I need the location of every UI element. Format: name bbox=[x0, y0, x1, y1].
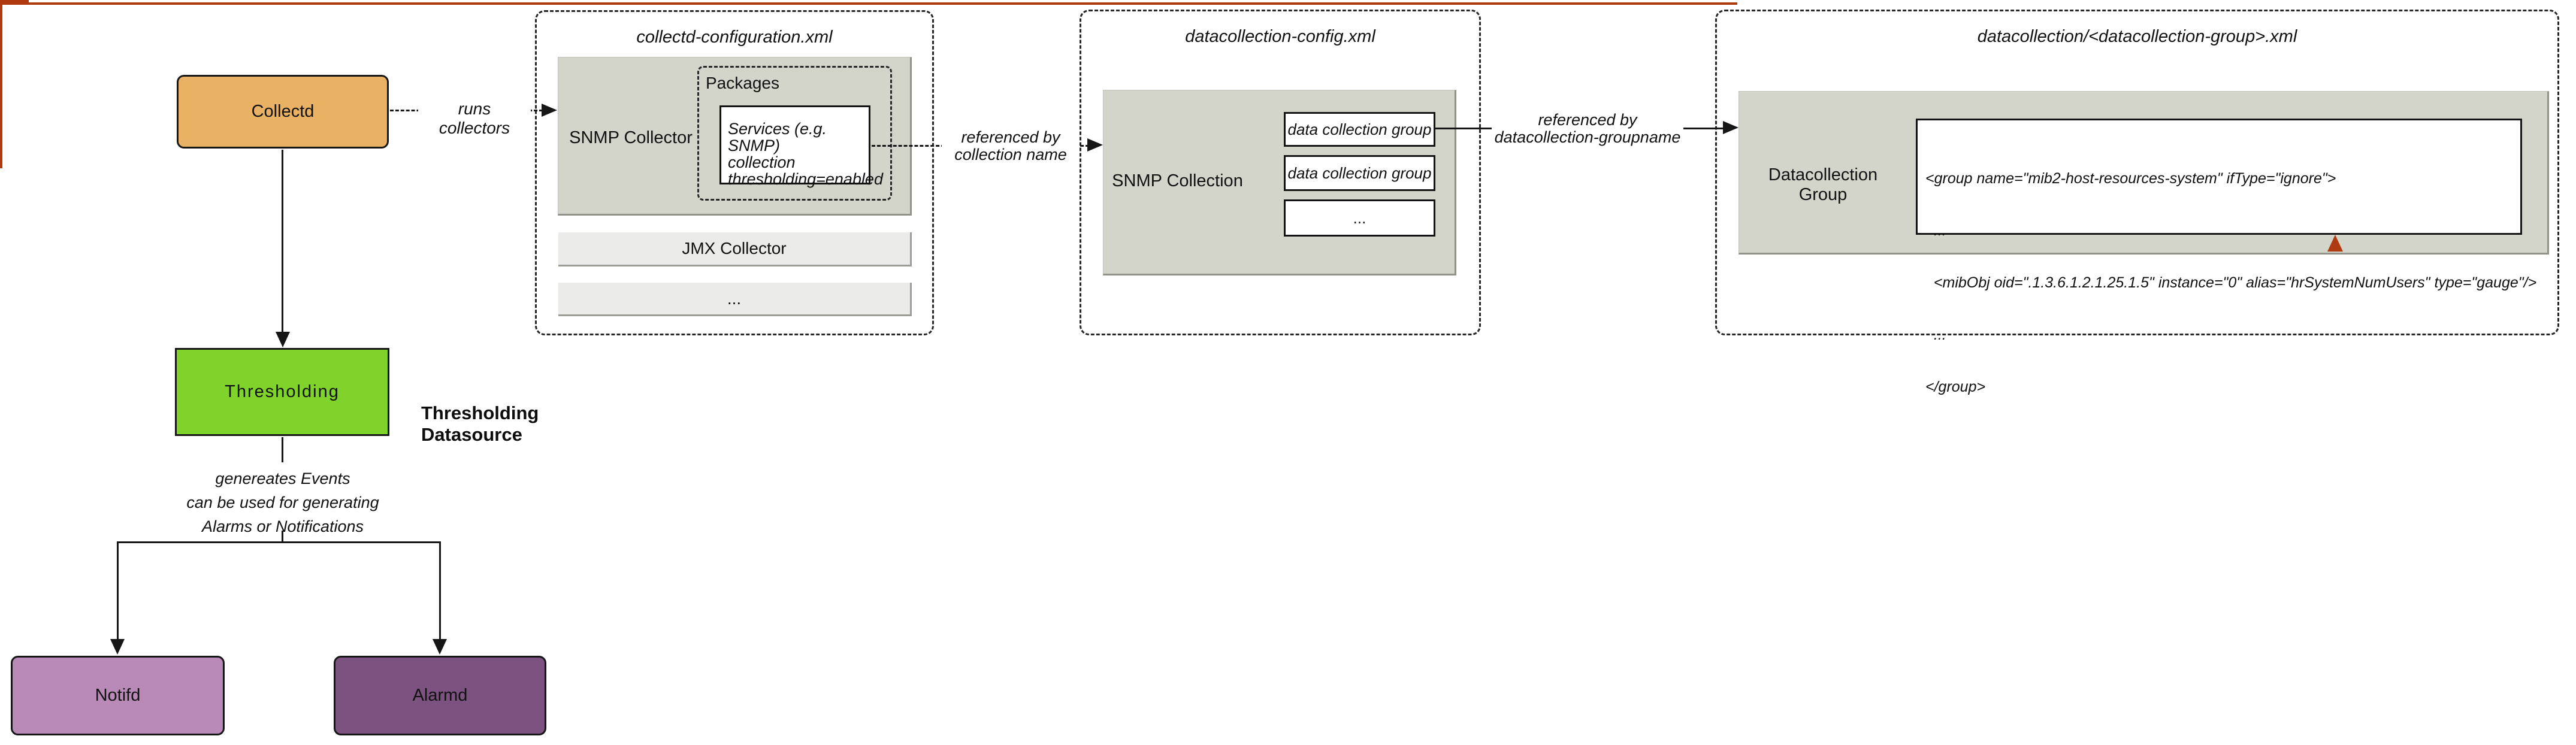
xml-snippet-box bbox=[1916, 119, 2522, 235]
referenced-by-groupname-label: referenced by datacollection-groupname bbox=[1492, 111, 1683, 146]
services-box bbox=[719, 105, 870, 184]
thresholding-node: Thresholding bbox=[175, 348, 389, 436]
runs-collectors-label: runs collectors bbox=[418, 99, 531, 138]
referenced-by-collection-label: referenced by collection name bbox=[942, 129, 1080, 163]
generates-events-line-1: genereates Events bbox=[215, 470, 350, 487]
snmp-collection-label: SNMP Collection bbox=[1112, 171, 1243, 190]
thresholding-datasource-line bbox=[0, 2, 1737, 5]
referenced-by-collection-line-1: referenced by bbox=[961, 128, 1060, 146]
collectd-configuration-title: collectd-configuration.xml bbox=[636, 28, 833, 47]
referenced-by-collection-arrowhead-icon bbox=[1087, 138, 1103, 152]
branch-to-alarmd-line bbox=[439, 541, 441, 640]
notifd-arrowhead-icon bbox=[110, 639, 125, 655]
referenced-by-groupname-arrowhead-icon bbox=[1723, 121, 1739, 134]
alarmd-node: Alarmd bbox=[334, 656, 546, 735]
packages-label: Packages bbox=[706, 74, 779, 92]
data-collection-group-box-3: ... bbox=[1284, 199, 1435, 237]
data-collection-group-box-2: data collection group bbox=[1284, 155, 1435, 191]
referenced-by-collection-line-2: collection name bbox=[954, 146, 1067, 163]
collectd-to-thresholding-line bbox=[282, 150, 283, 334]
data-collection-group-box-1: data collection group bbox=[1284, 112, 1435, 147]
thresholding-datasource-label: Thresholding Datasource bbox=[421, 402, 539, 445]
branch-to-notifd-line bbox=[117, 541, 119, 640]
runs-collectors-arrowhead-icon bbox=[542, 104, 557, 117]
thresholding-events-line-lower bbox=[282, 531, 283, 543]
datacollection-group-title: datacollection/<datacollection-group>.xm… bbox=[1977, 27, 2297, 46]
thresholding-datasource-line-start bbox=[0, 0, 29, 2]
xml-line-1: <group name="mib2-host-resources-system"… bbox=[1925, 170, 2336, 187]
services-line-2: collection bbox=[728, 153, 796, 171]
referenced-by-groupname-line-2: datacollection-groupname bbox=[1494, 128, 1681, 146]
datacollection-config-container: datacollection-config.xml bbox=[1080, 10, 1481, 335]
more-collectors-bar: ... bbox=[558, 283, 912, 316]
collectd-configuration-container: collectd-configuration.xml bbox=[535, 10, 934, 335]
collectd-node: Collectd bbox=[177, 75, 389, 149]
xml-line-5: </group> bbox=[1925, 378, 1986, 395]
collectd-to-thresholding-arrowhead-icon bbox=[276, 332, 290, 347]
thresholding-events-line-upper bbox=[282, 437, 283, 462]
jmx-collector-bar: JMX Collector bbox=[558, 232, 912, 266]
datacollection-config-title: datacollection-config.xml bbox=[1185, 27, 1375, 46]
datacollection-group-container: datacollection/<datacollection-group>.xm… bbox=[1715, 10, 2559, 335]
snmp-collector-label: SNMP Collector bbox=[569, 128, 693, 147]
xml-line-3: <mibObj oid=".1.3.6.1.2.1.25.1.5" instan… bbox=[1925, 274, 2537, 291]
events-branch-line bbox=[117, 541, 441, 543]
alarmd-arrowhead-icon bbox=[433, 639, 447, 655]
xml-line-2: ... bbox=[1925, 222, 1946, 239]
services-text: Services (e.g. SNMP) collection threshol… bbox=[728, 120, 883, 188]
services-line-3: thresholding=enabled bbox=[728, 170, 883, 188]
generates-events-label: genereates Events can be used for genera… bbox=[163, 467, 403, 538]
generates-events-line-2: can be used for generating bbox=[186, 493, 379, 511]
datacollection-group-label: Datacollection Group bbox=[1768, 165, 1878, 204]
notifd-node: Notifd bbox=[11, 656, 225, 735]
xml-snippet-text: <group name="mib2-host-resources-system"… bbox=[1925, 135, 2537, 431]
packages-box bbox=[697, 66, 892, 201]
thresholding-datasource-arrowhead-icon bbox=[2327, 235, 2343, 252]
referenced-by-groupname-line-1: referenced by bbox=[1538, 111, 1637, 129]
services-line-1: Services (e.g. SNMP) bbox=[728, 120, 827, 155]
thresholding-datasource-vertical-line bbox=[0, 5, 2, 168]
xml-line-4: ... bbox=[1925, 326, 1946, 343]
